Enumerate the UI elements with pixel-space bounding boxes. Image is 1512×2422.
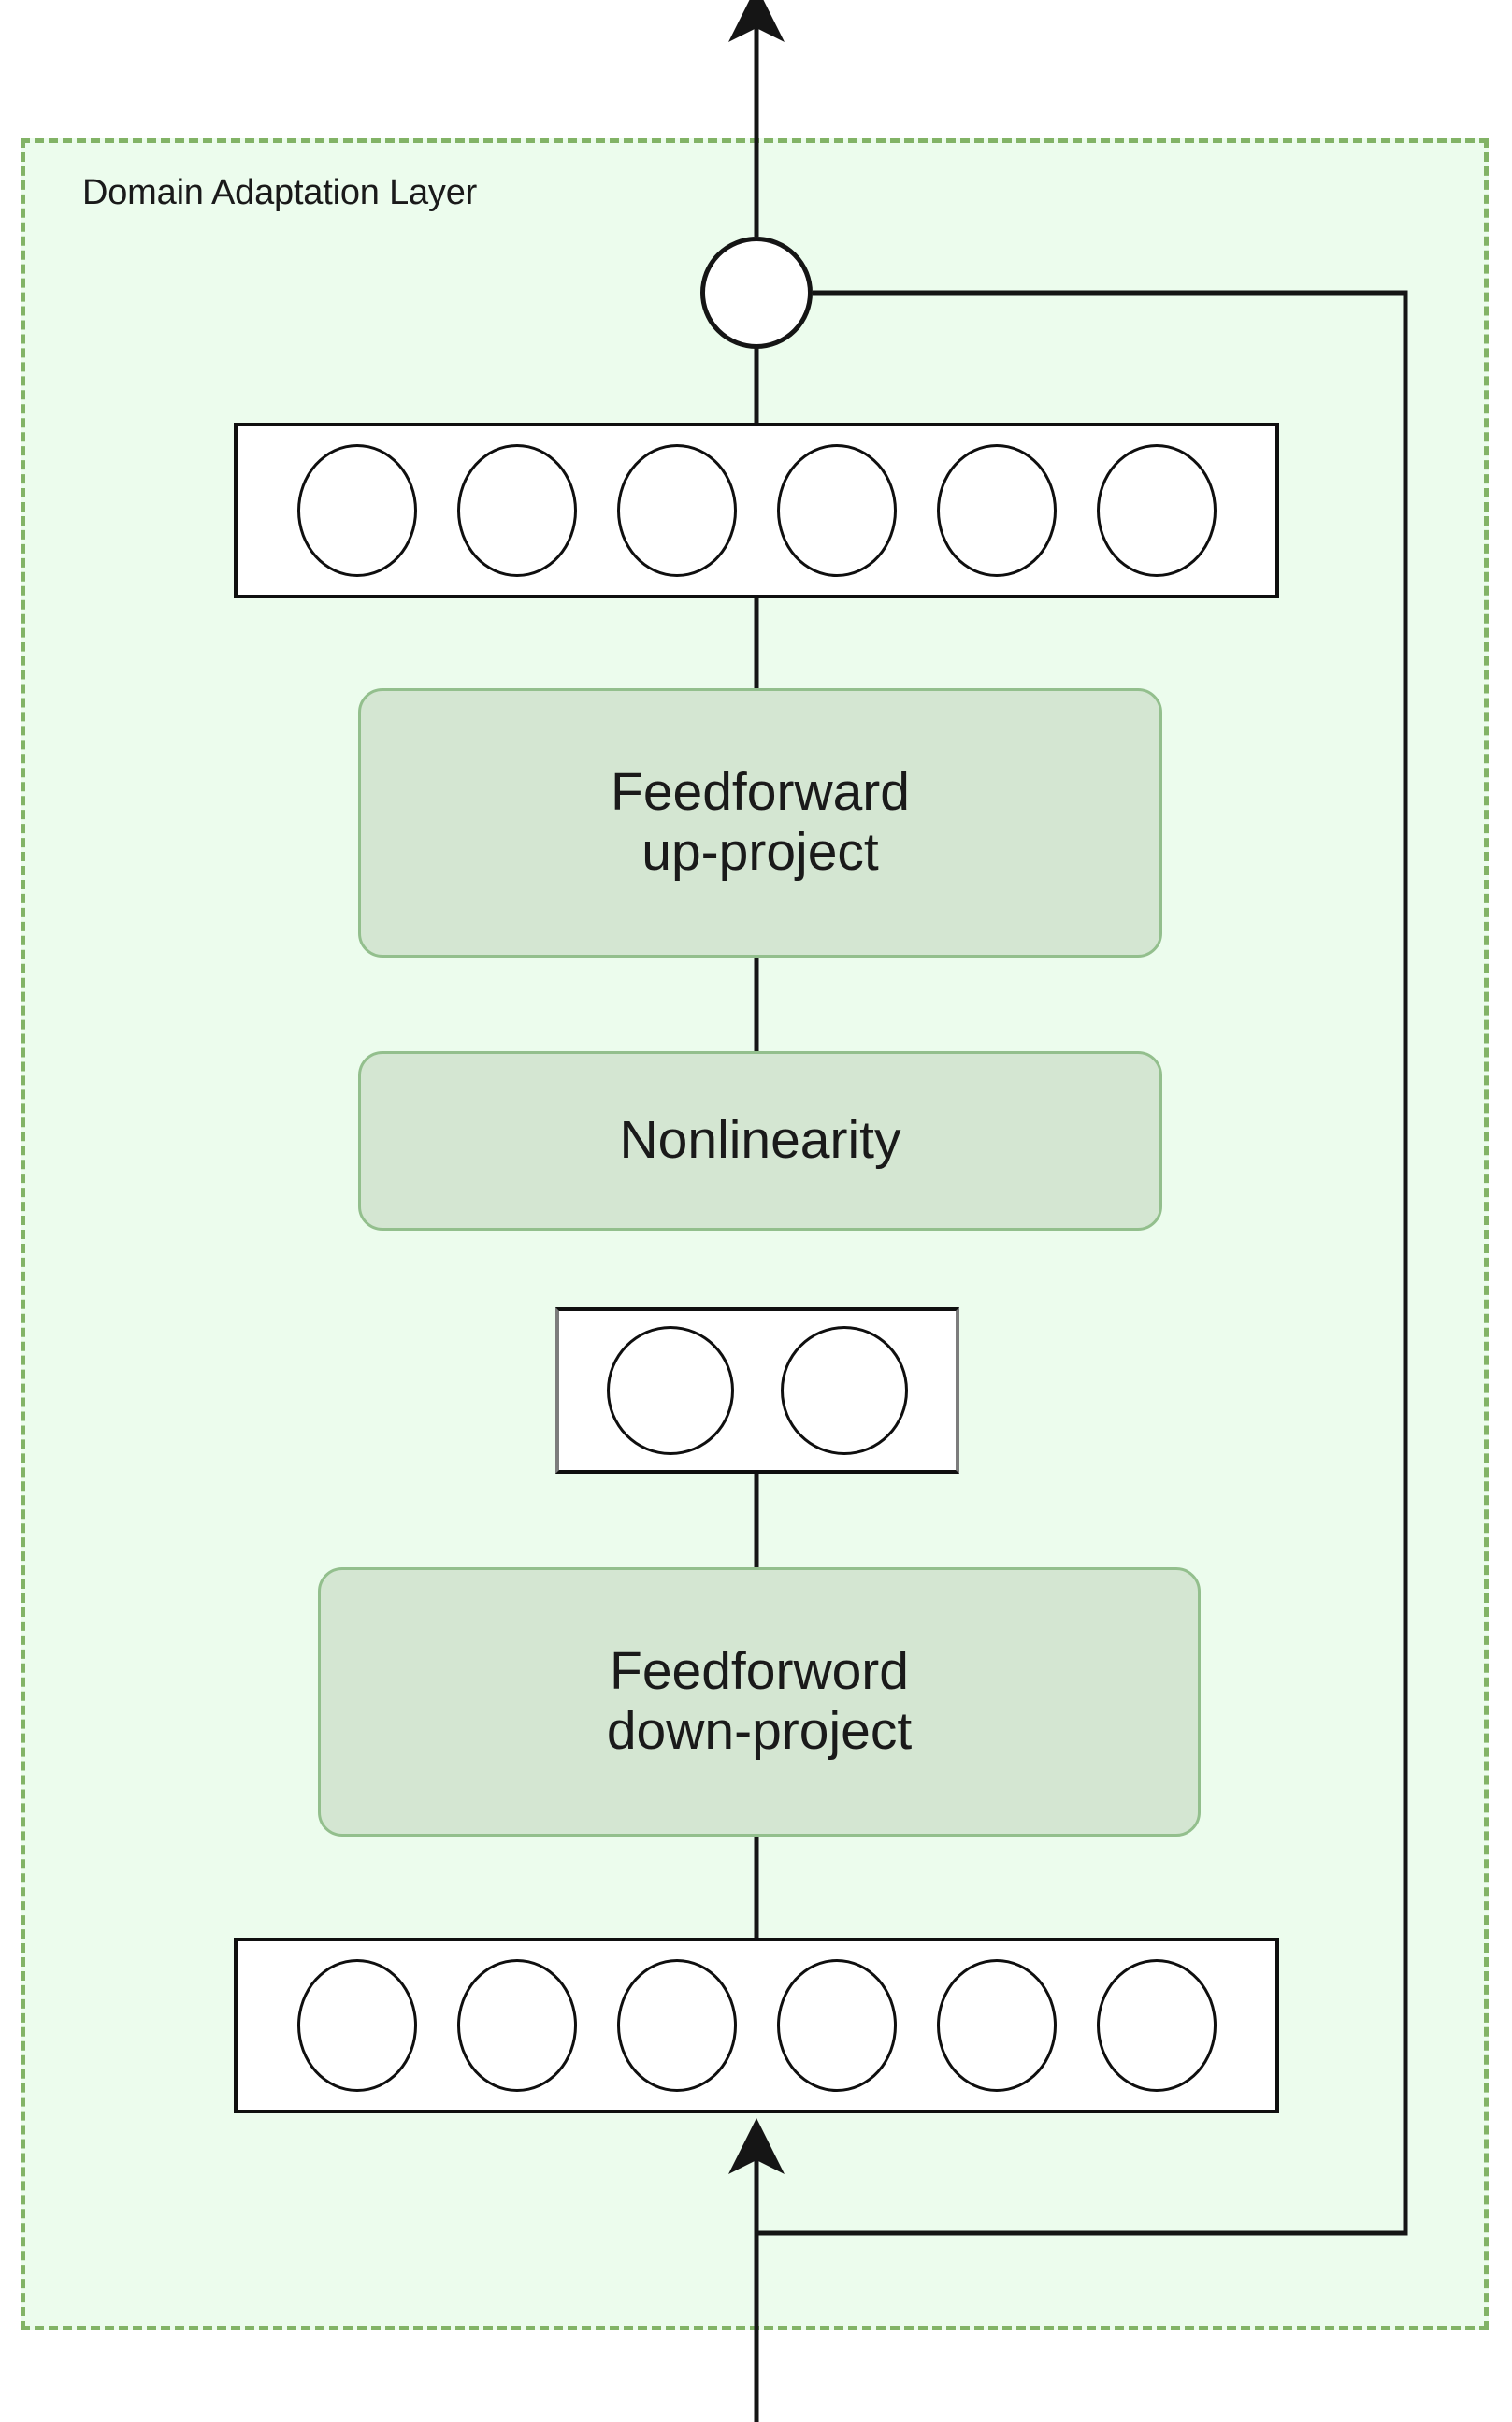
neuron-unit — [456, 444, 577, 577]
neuron-unit — [781, 1326, 908, 1455]
neuron-unit — [607, 1326, 734, 1455]
edge-residual-skip-connection — [756, 290, 1408, 2236]
ff-up-line1: Feedforward — [611, 762, 910, 823]
ff-down-line1: Feedforword — [610, 1641, 909, 1702]
neuron-unit — [776, 1959, 897, 2092]
neuron-unit — [296, 1959, 417, 2092]
neuron-unit — [936, 444, 1057, 577]
neuron-unit — [456, 1959, 577, 2092]
neuron-unit — [1096, 1959, 1217, 2092]
neuron-unit — [1096, 444, 1217, 577]
neuron-unit — [776, 444, 897, 577]
neuron-unit — [616, 444, 737, 577]
neuron-unit — [936, 1959, 1057, 2092]
ff-up-line2: up-project — [641, 822, 879, 882]
bottom-hidden-units-row — [234, 1938, 1279, 2113]
top-hidden-units-row — [234, 423, 1279, 598]
bottleneck-units-row — [555, 1307, 959, 1474]
nonlinearity-box: Nonlinearity — [358, 1051, 1162, 1231]
feedforward-up-project-box: Feedforward up-project — [358, 688, 1162, 958]
neuron-unit — [616, 1959, 737, 2092]
ff-down-line2: down-project — [606, 1701, 913, 1761]
nonlinearity-label: Nonlinearity — [619, 1110, 901, 1171]
feedforward-down-project-box: Feedforword down-project — [318, 1567, 1201, 1837]
region-title: Domain Adaptation Layer — [82, 173, 478, 212]
sum-node — [700, 237, 813, 349]
neuron-unit — [296, 444, 417, 577]
